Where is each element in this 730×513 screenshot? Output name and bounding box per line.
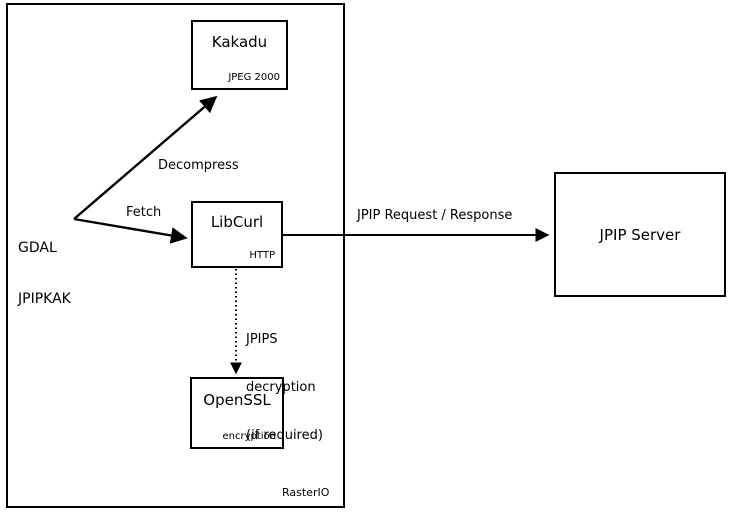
source-line-2: JPIPKAK <box>18 291 71 307</box>
node-openssl-subtitle: encryption <box>222 431 276 442</box>
node-openssl[interactable]: OpenSSL encryption <box>190 377 284 449</box>
edge-label-jpips-line-3: (if required) <box>246 428 323 443</box>
edge-label-fetch: Fetch <box>126 205 162 220</box>
edge-label-jpip-request: JPIP Request / Response <box>357 208 513 223</box>
node-libcurl-subtitle: HTTP <box>249 250 275 261</box>
node-kakadu-subtitle: JPEG 2000 <box>228 72 280 83</box>
node-jpip-server-title: JPIP Server <box>599 226 681 244</box>
node-libcurl-title: LibCurl <box>210 213 264 231</box>
edge-label-jpips-line-1: JPIPS <box>246 332 278 347</box>
source-line-1: GDAL <box>18 240 57 256</box>
edge-fetch-line <box>73 217 188 244</box>
edge-label-decompress: Decompress <box>158 158 239 173</box>
node-kakadu[interactable]: Kakadu JPEG 2000 <box>191 20 288 90</box>
rasterio-container <box>6 3 345 508</box>
node-libcurl[interactable]: LibCurl HTTP <box>191 201 283 268</box>
node-openssl-title: OpenSSL <box>203 391 271 409</box>
edge-decompress-line <box>73 95 218 220</box>
edge-label-jpips-line-2: decryption <box>246 380 316 395</box>
node-jpip-server[interactable]: JPIP Server <box>554 172 726 297</box>
edge-label-jpips: JPIPS decryption (if required) <box>246 300 323 476</box>
node-kakadu-title: Kakadu <box>211 33 268 51</box>
source-gdal-jpipkak: GDAL JPIPKAK <box>18 206 71 342</box>
rasterio-label: RasterIO <box>282 486 330 499</box>
